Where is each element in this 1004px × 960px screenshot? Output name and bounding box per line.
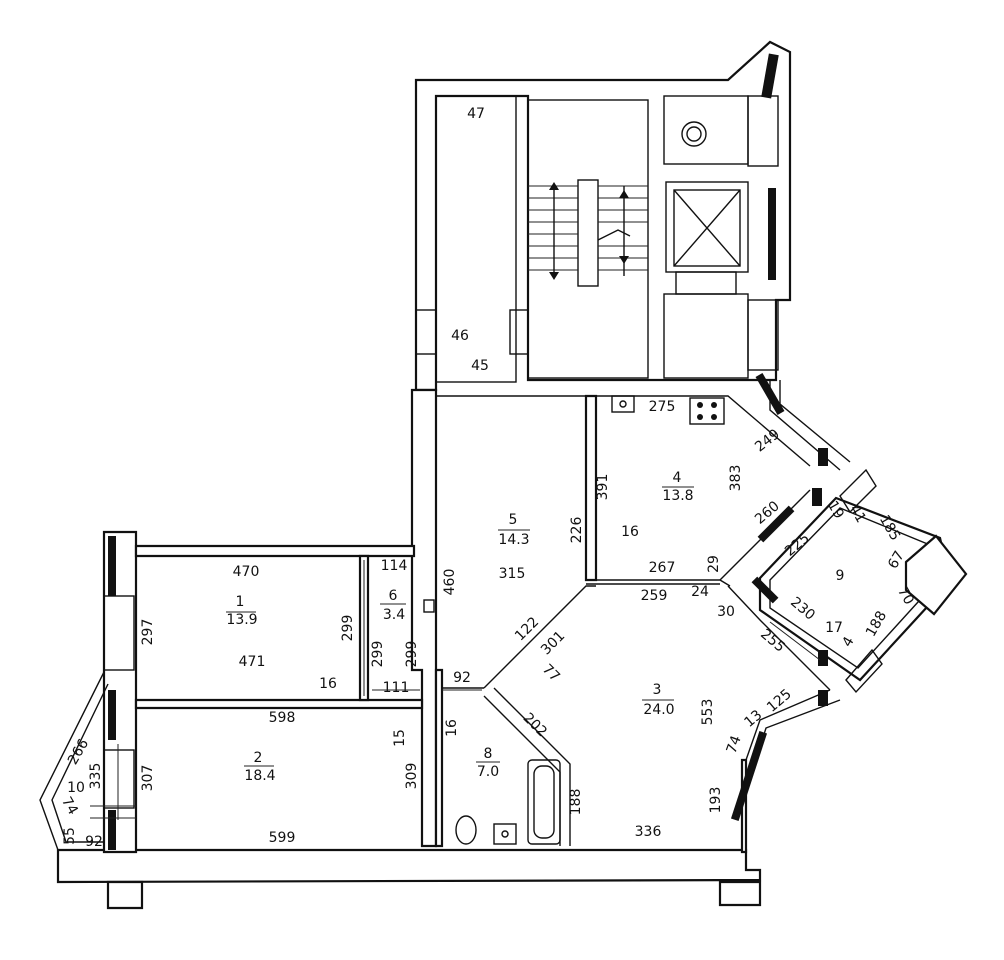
room-2-area: 18.4 (244, 768, 275, 784)
dim-label: 301 (538, 628, 568, 658)
dim-label: 598 (269, 710, 296, 726)
dim-label: 259 (641, 588, 668, 604)
dim-label: 471 (239, 654, 266, 670)
room-3-label: 3 24.0 (642, 682, 675, 718)
room-3-area: 24.0 (643, 702, 674, 718)
dim-label: 41 (846, 502, 869, 525)
dim-label: 267 (649, 560, 676, 576)
room-8-number: 8 (484, 746, 493, 762)
dim-label: 249 (752, 426, 783, 455)
dim-label: 299 (404, 641, 420, 668)
room-6-number: 6 (389, 588, 398, 604)
outer-walls (39, 40, 851, 910)
room-1-label: 1 13.9 (226, 594, 258, 628)
dim-label: 17 (825, 620, 843, 636)
room-3-number: 3 (653, 682, 662, 698)
room-8-area: 7.0 (477, 764, 499, 780)
dim-label: 16 (444, 719, 460, 737)
room-4-area: 13.8 (662, 488, 693, 504)
dim-label: 125 (764, 686, 795, 715)
dim-label: 114 (381, 558, 408, 574)
dim-label: 315 (499, 566, 526, 582)
kitchen-sink-icon (611, 395, 635, 413)
dim-label: 391 (595, 474, 611, 501)
dim-label: 74 (724, 733, 745, 755)
room-labels: 1 13.9 2 18.4 3 24.0 4 13.8 5 14.3 6 3.4 (67, 470, 844, 796)
dim-label: 55 (62, 827, 78, 845)
dim-label: 336 (635, 824, 662, 840)
dimension-labels: 47 46 45 275 249 391 383 226 16 267 29 2… (58, 106, 917, 850)
staircase (527, 99, 649, 379)
chute-icon (681, 121, 707, 147)
dim-label: 46 (451, 328, 469, 344)
room-6-label: 6 3.4 (380, 588, 406, 623)
dim-label: 92 (453, 670, 471, 686)
dim-label: 188 (568, 789, 584, 816)
room-5-label: 5 14.3 (498, 512, 530, 548)
room-2-number: 2 (254, 750, 263, 766)
dim-label: 383 (728, 465, 744, 492)
dim-label: 30 (717, 604, 735, 620)
dim-label: 45 (471, 358, 489, 374)
dim-label: 299 (370, 641, 386, 668)
dim-label: 599 (269, 830, 296, 846)
elevator (663, 95, 749, 379)
room-5-number: 5 (509, 512, 518, 528)
dim-label: 309 (404, 763, 420, 790)
dim-label: 77 (539, 661, 563, 685)
room-1-number: 1 (236, 594, 245, 610)
room-6-area: 3.4 (383, 607, 405, 623)
room-8-label: 8 7.0 (476, 746, 500, 780)
dim-label: 275 (649, 399, 676, 415)
dim-label: 226 (569, 517, 585, 544)
toilet-icon (455, 815, 477, 845)
room-1-area: 13.9 (226, 612, 257, 628)
room-4-label: 4 13.8 (662, 470, 694, 504)
wash-basin-icon (493, 823, 517, 845)
window-frames (103, 95, 779, 809)
dim-label: 460 (442, 569, 458, 596)
room-9-number: 9 (836, 568, 845, 584)
dim-label: 47 (467, 106, 485, 122)
dimension-ticks (90, 560, 821, 820)
balcony-9 (758, 468, 968, 694)
dim-label: 70 (894, 584, 917, 607)
dim-label: 335 (88, 763, 104, 790)
dim-label: 297 (140, 619, 156, 646)
dim-label: 122 (512, 614, 542, 644)
dim-label: 74 (58, 794, 81, 818)
dim-label: 24 (691, 584, 709, 600)
room-4-number: 4 (673, 470, 682, 486)
dim-label: 553 (700, 699, 716, 726)
stove-icon (689, 397, 725, 425)
windows (108, 53, 828, 850)
room-10-number: 10 (67, 780, 85, 796)
dim-label: 15 (392, 729, 408, 747)
room-5-area: 14.3 (498, 532, 529, 548)
dim-label: 111 (383, 680, 410, 696)
dim-label: 307 (140, 765, 156, 792)
dim-label: 29 (706, 555, 722, 573)
dim-label: 16 (319, 676, 337, 692)
room-2-label: 2 18.4 (244, 750, 276, 784)
dim-label: 255 (757, 626, 788, 655)
dim-label: 16 (621, 524, 639, 540)
dim-label: 67 (885, 548, 908, 571)
dim-label: 13 (741, 707, 765, 731)
bathtub-icon (527, 759, 561, 845)
dim-label: 19 (824, 498, 847, 521)
dim-label: 299 (340, 615, 356, 642)
dim-label: 193 (708, 787, 724, 814)
dim-label: 92 (85, 834, 103, 850)
dim-label: 470 (233, 564, 260, 580)
fixtures (423, 395, 725, 845)
